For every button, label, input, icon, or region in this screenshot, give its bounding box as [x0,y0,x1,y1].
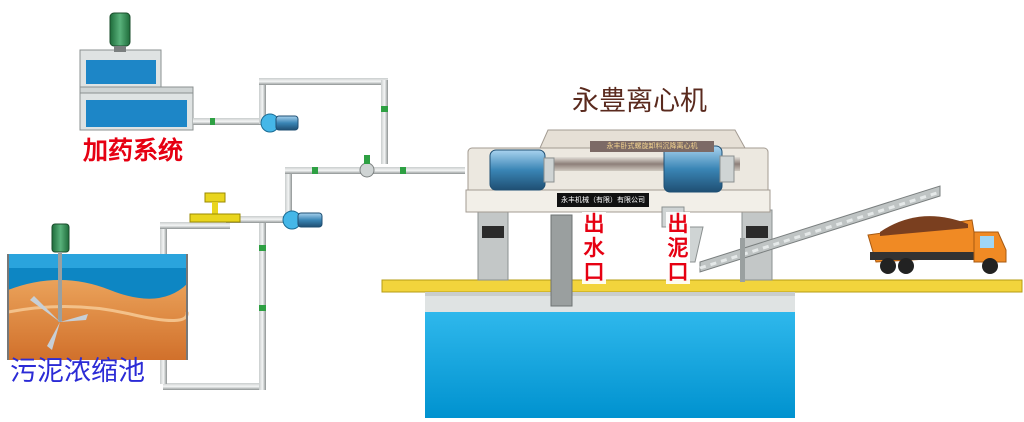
sludge-tank [7,223,189,360]
machine-band-text: 永丰卧式螺旋卸料沉降离心机 [590,141,714,152]
feed-pipe [160,155,465,390]
foundation [381,209,1023,418]
water-outlet-label: 出水口 [582,212,606,284]
dump-truck-icon [867,216,1007,274]
valve-icon [189,192,241,223]
sludge-tank-label: 污泥浓缩池 [10,356,145,387]
dosing-tank [79,12,194,131]
agitator-motor-icon [30,223,88,350]
sludge-outlet-label: 出泥口 [666,212,690,284]
conveyor-icon [699,185,941,282]
pump-icon [260,113,299,133]
agitator-motor-icon [109,12,131,52]
dosing-system-label: 加药系统 [83,136,184,165]
machine-title: 永豊离心机 [572,86,707,117]
dosing-pipe [193,78,388,164]
pump-icon [282,210,323,230]
machine-nameplate: 永丰机械（有限）有限公司 [557,193,649,207]
